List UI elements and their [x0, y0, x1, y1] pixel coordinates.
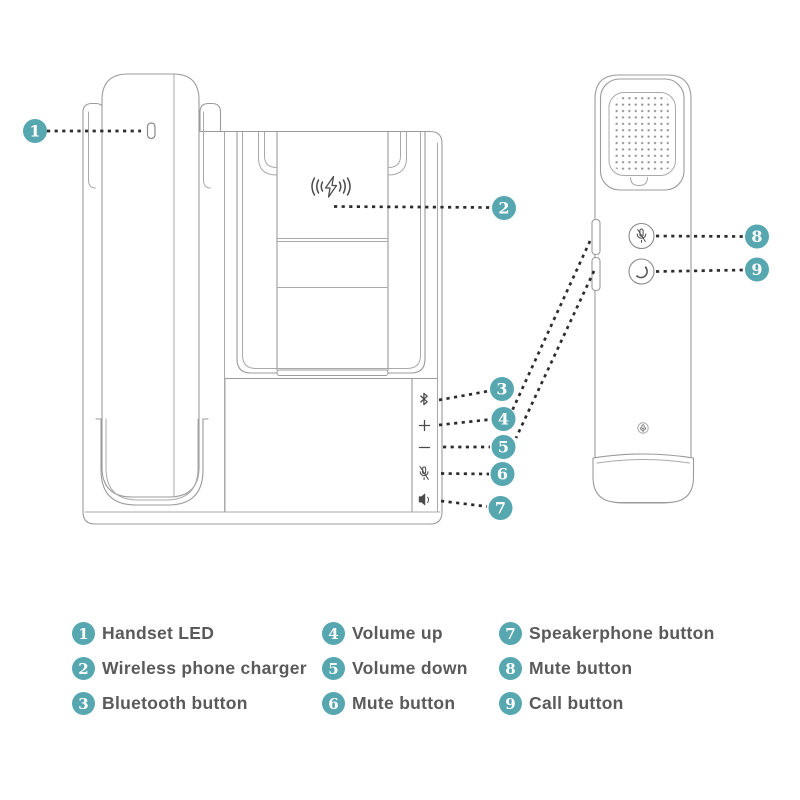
legend-label-6: Mute button	[352, 693, 456, 713]
handset-led	[146, 122, 156, 140]
stand-left-ear-outer	[258, 131, 278, 176]
plus-icon	[418, 419, 431, 432]
callout-line-5-handset	[514, 270, 596, 439]
base-icon-strip	[418, 392, 431, 506]
mic-hole-icon	[637, 422, 649, 434]
callout-line-6	[440, 472, 490, 476]
callout-line-7	[440, 499, 488, 508]
handset-volume-down-side-button	[591, 256, 601, 292]
legend-badge-1: 1	[72, 622, 95, 645]
legend-badge-6: 6	[322, 692, 345, 715]
svg-text:7: 7	[495, 499, 506, 518]
legend-item-2: 2 Wireless phone charger	[72, 657, 322, 680]
callout-line-2	[333, 205, 492, 209]
grille-notch	[630, 177, 648, 186]
legend-item-9: 9 Call button	[499, 692, 715, 715]
handset-mute-button	[628, 222, 655, 250]
handset-volume-up-side-button	[591, 218, 601, 256]
svg-text:4: 4	[498, 410, 509, 429]
callout-6: 6	[490, 462, 515, 486]
svg-text:1: 1	[29, 122, 40, 141]
wireless-charging-bolt-icon	[311, 175, 351, 198]
charger-slot-inner	[242, 131, 421, 369]
svg-text:3: 3	[496, 380, 507, 399]
legend-badge-9: 9	[499, 692, 522, 715]
legend-badge-2: 2	[72, 657, 95, 680]
legend: 1 Handset LED 2 Wireless phone charger 3…	[72, 616, 715, 721]
legend-label-2: Wireless phone charger	[102, 658, 307, 678]
legend-label-1: Handset LED	[102, 623, 215, 643]
cradled-handset-body	[101, 73, 200, 498]
cradle-pocket	[95, 418, 209, 506]
legend-item-5: 5 Volume down	[322, 657, 499, 680]
cradle-left-wall-inner	[88, 111, 96, 189]
callout-8: 8	[745, 224, 769, 249]
mic-mute-icon	[419, 465, 429, 481]
legend-badge-8: 8	[499, 657, 522, 680]
stand-left-ear-inner	[264, 131, 278, 168]
callout-4: 4	[491, 407, 516, 431]
speaker-icon	[418, 493, 430, 506]
stand-foot-bar	[276, 369, 389, 377]
callout-line-4	[438, 418, 491, 427]
stand-right-ear-outer	[387, 131, 407, 176]
legend-badge-3: 3	[72, 692, 95, 715]
cradle-right-wall	[199, 102, 222, 133]
callout-7: 7	[488, 496, 513, 520]
legend-item-7: 7 Speakerphone button	[499, 622, 715, 645]
legend-item-1: 1 Handset LED	[72, 622, 322, 645]
svg-text:5: 5	[498, 438, 509, 457]
legend-label-4: Volume up	[352, 623, 443, 643]
call-handset-icon	[636, 266, 648, 279]
svg-text:2: 2	[498, 199, 509, 218]
svg-text:6: 6	[497, 465, 508, 484]
legend-badge-7: 7	[499, 622, 522, 645]
legend-label-9: Call button	[529, 693, 624, 713]
callout-1: 1	[23, 119, 47, 143]
handset-figure	[591, 74, 695, 504]
callout-5: 5	[491, 435, 516, 459]
cradle-right-wall-inner	[203, 111, 211, 189]
bluetooth-icon	[420, 392, 428, 406]
legend-badge-4: 4	[322, 622, 345, 645]
callout-2: 2	[492, 196, 516, 220]
legend-label-7: Speakerphone button	[529, 623, 715, 643]
legend-badge-5: 5	[322, 657, 345, 680]
handset-call-button	[628, 258, 655, 285]
desk-phone-figure	[82, 73, 443, 525]
callout-9: 9	[745, 257, 769, 282]
charging-stand	[258, 131, 407, 377]
callout-line-4-handset	[510, 240, 592, 412]
legend-item-3: 3 Bluetooth button	[72, 692, 322, 715]
legend-item-6: 6 Mute button	[322, 692, 499, 715]
legend-item-8: 8 Mute button	[499, 657, 715, 680]
speaker-grille	[599, 78, 685, 191]
legend-label-5: Volume down	[352, 658, 468, 678]
legend-item-4: 4 Volume up	[322, 622, 499, 645]
callout-badges: 1 2 3 4 5 6 7 8	[23, 119, 769, 520]
mic-mute-icon	[636, 228, 647, 243]
callout-3: 3	[490, 377, 514, 401]
svg-text:9: 9	[751, 260, 762, 279]
stand-right-ear-inner	[387, 131, 401, 168]
legend-label-8: Mute button	[529, 658, 633, 678]
callout-line-3	[438, 389, 490, 402]
callout-lines	[47, 129, 744, 508]
cradled-handset	[101, 73, 200, 498]
svg-text:8: 8	[751, 227, 762, 246]
handset-bottom-cap	[592, 453, 695, 504]
legend-label-3: Bluetooth button	[102, 693, 248, 713]
